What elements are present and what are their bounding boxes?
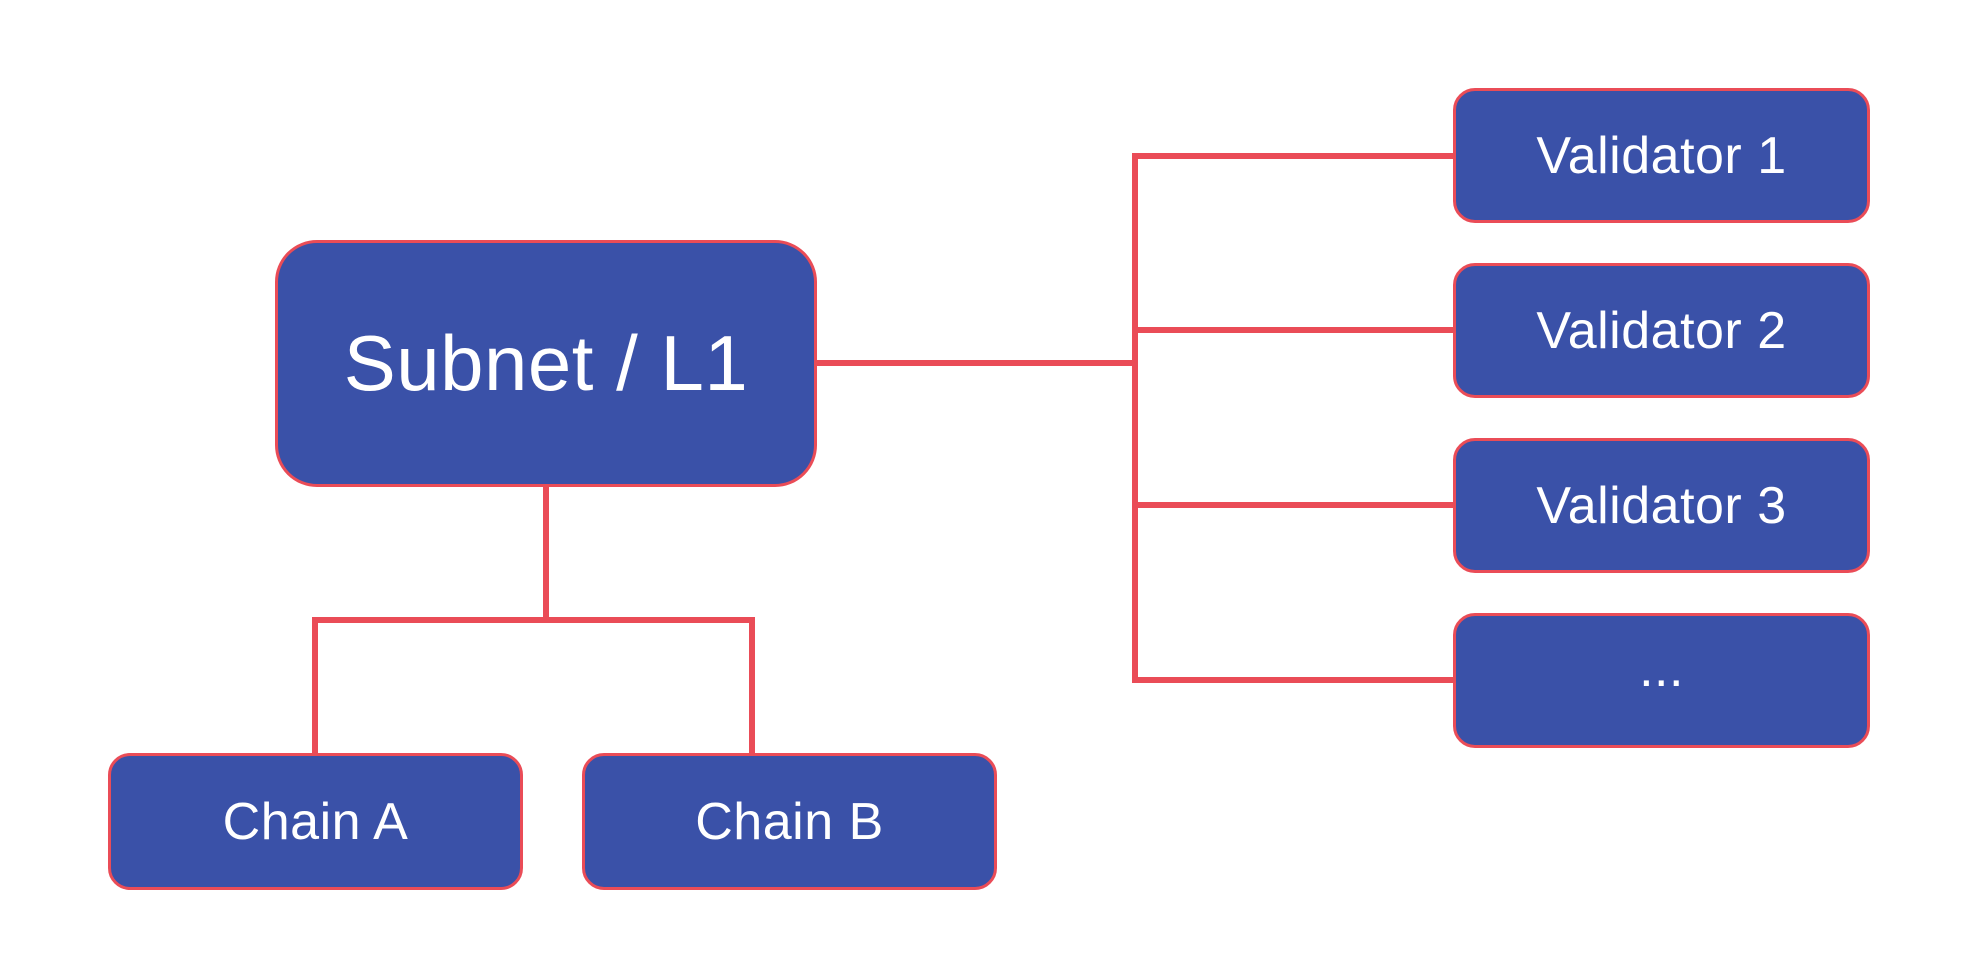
connector-subnet-to-chains — [543, 487, 549, 623]
connector-drop-chain-a — [312, 617, 318, 753]
connector-chains-crossbar — [312, 617, 755, 623]
node-subnet-l1: Subnet / L1 — [275, 240, 817, 487]
connector-branch-validator-more — [1135, 677, 1453, 683]
node-validator-1-label: Validator 1 — [1536, 126, 1787, 185]
node-validator-2-label: Validator 2 — [1536, 301, 1787, 360]
connector-branch-validator-3 — [1135, 502, 1453, 508]
node-chain-a: Chain A — [108, 753, 523, 890]
node-validator-more-label: ... — [1639, 639, 1684, 698]
node-validator-2: Validator 2 — [1453, 263, 1870, 398]
connector-branch-validator-1 — [1135, 153, 1453, 159]
node-subnet-l1-label: Subnet / L1 — [343, 319, 749, 407]
connector-drop-chain-b — [749, 617, 755, 753]
connector-subnet-to-trunk — [817, 360, 1138, 366]
node-validator-3: Validator 3 — [1453, 438, 1870, 573]
connector-branch-validator-2 — [1135, 327, 1453, 333]
node-chain-b: Chain B — [582, 753, 997, 890]
node-chain-a-label: Chain A — [222, 792, 409, 851]
node-chain-b-label: Chain B — [695, 792, 884, 851]
node-validator-1: Validator 1 — [1453, 88, 1870, 223]
node-validator-more: ... — [1453, 613, 1870, 748]
node-validator-3-label: Validator 3 — [1536, 476, 1787, 535]
connector-validator-trunk — [1132, 153, 1138, 683]
